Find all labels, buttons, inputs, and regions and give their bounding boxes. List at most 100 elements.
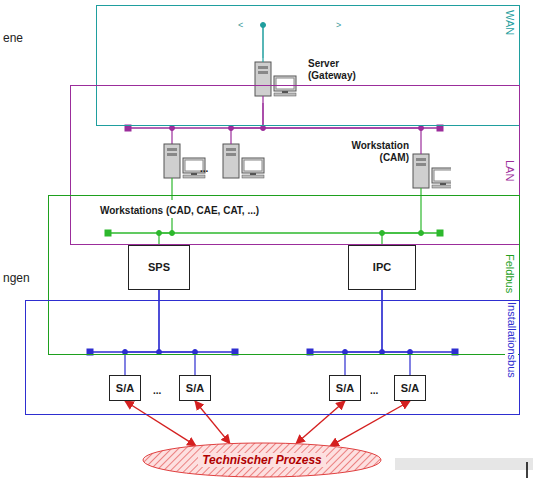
edge-tick	[526, 462, 528, 478]
workstation-group: Workstations (CAD, CAE, CAT, ...)	[98, 138, 298, 218]
bus-dot	[343, 350, 348, 355]
group-text-holder: Workstations (CAD, CAE, CAT, ...)	[98, 200, 298, 218]
bracket-mark-holder: <	[238, 14, 243, 32]
band-label-holder: WAN	[503, 10, 516, 35]
tower	[413, 154, 429, 188]
ellipsis-holder: ...	[153, 380, 161, 398]
bus-connection	[159, 290, 195, 375]
keyboard	[432, 185, 451, 188]
grey-strip	[395, 458, 533, 470]
bus-dot	[170, 126, 175, 131]
keyboard	[183, 175, 205, 178]
group-label: Workstations (CAD, CAE, CAT, ...)	[98, 205, 261, 216]
ellipsis-holder: ...	[370, 380, 378, 398]
bus-dot	[408, 350, 413, 355]
wan-dot	[261, 23, 266, 28]
tower	[164, 144, 180, 178]
process-ellipse: Technischer Prozess	[142, 442, 382, 478]
ellipsis: ...	[370, 385, 378, 396]
band-label-holder: LAN	[503, 160, 516, 181]
process-hatch	[143, 443, 381, 477]
keyboard	[242, 175, 264, 178]
drive-slot	[167, 153, 177, 156]
drive-slot	[416, 158, 426, 161]
keyboard	[274, 93, 296, 96]
monitor-stand	[440, 183, 446, 185]
controller-box: SPS	[128, 245, 190, 290]
workstation-icon: Workstation (CAM)	[345, 140, 451, 196]
cut-text-holder: ene	[3, 28, 23, 46]
band-label: LAN	[503, 160, 516, 181]
bus-tap	[262, 96, 263, 103]
bus-end	[105, 230, 111, 236]
computer-icon	[255, 62, 296, 96]
signal-arrow	[195, 401, 230, 444]
tower	[223, 144, 239, 178]
monitor-stand	[191, 173, 197, 175]
bus-connection	[125, 290, 159, 375]
drive-slot	[226, 148, 236, 151]
server-icon: Server (Gateway)	[248, 58, 370, 103]
drive-slot	[258, 71, 268, 74]
sensor-actuator-box: S/A	[179, 375, 211, 401]
bracket-mark: >	[336, 20, 341, 30]
cam-text-holder: Workstation (CAM)	[345, 140, 409, 164]
box-label: S/A	[336, 382, 354, 395]
sensor-actuator-box: S/A	[329, 375, 361, 401]
bus-tap	[171, 178, 172, 200]
cut-text: ene	[3, 31, 23, 45]
drive-slot	[167, 148, 177, 151]
bus-dot	[419, 126, 424, 131]
bus-tap	[420, 140, 421, 154]
cut-text-holder: ngen	[3, 268, 30, 286]
ellipsis: ...	[200, 163, 208, 174]
lan-band: LAN Workstations (CAD, CAE, CAT, ...) Work…	[70, 85, 520, 245]
monitor-stand	[250, 173, 256, 175]
signal-arrow	[296, 401, 345, 444]
band-label: WAN	[503, 10, 516, 35]
workstation-icon	[409, 140, 451, 196]
bus-dot	[193, 350, 198, 355]
bus-dot	[170, 231, 175, 236]
computer-icon	[164, 144, 205, 178]
ellipsis-holder: ...	[200, 158, 208, 176]
server-icon	[248, 58, 308, 103]
server-label: Server (Gateway)	[308, 58, 370, 82]
box-label: S/A	[186, 382, 204, 395]
band-label: Installationsbus	[505, 302, 518, 378]
signal-arrow	[125, 401, 196, 446]
box-label: S/A	[401, 382, 419, 395]
controller-box: IPC	[348, 245, 416, 290]
bracket-mark: <	[238, 20, 243, 30]
bus-connection	[382, 196, 421, 245]
workstation-icons	[98, 138, 298, 200]
monitor	[242, 158, 264, 173]
computer-icon	[413, 154, 451, 188]
bus-dot	[419, 231, 424, 236]
screen	[244, 160, 262, 171]
bus-tap	[230, 138, 231, 144]
installationsbus-band: InstallationsbusS/AS/AS/AS/A	[25, 300, 520, 415]
bus-dot	[123, 350, 128, 355]
bus-dot	[261, 126, 266, 131]
sensor-actuator-box: S/A	[394, 375, 426, 401]
monitor-stand	[282, 91, 288, 93]
bus-dot	[157, 350, 162, 355]
workstation-label: Workstation (CAM)	[345, 140, 409, 164]
bus-dot	[380, 231, 385, 236]
bus-connection	[345, 290, 382, 375]
process-fill	[143, 443, 381, 477]
screen	[434, 170, 451, 181]
drive-slot	[258, 66, 268, 69]
bus-tap	[262, 58, 263, 62]
cut-text: ngen	[3, 271, 30, 285]
bus-connection	[231, 103, 263, 138]
installationsbus-line	[90, 351, 235, 353]
screen	[276, 78, 294, 89]
bracket-mark-holder: >	[336, 14, 341, 32]
wan-line	[262, 25, 264, 58]
bus-connection	[382, 290, 410, 375]
process-label: Technischer Prozess	[198, 453, 326, 467]
